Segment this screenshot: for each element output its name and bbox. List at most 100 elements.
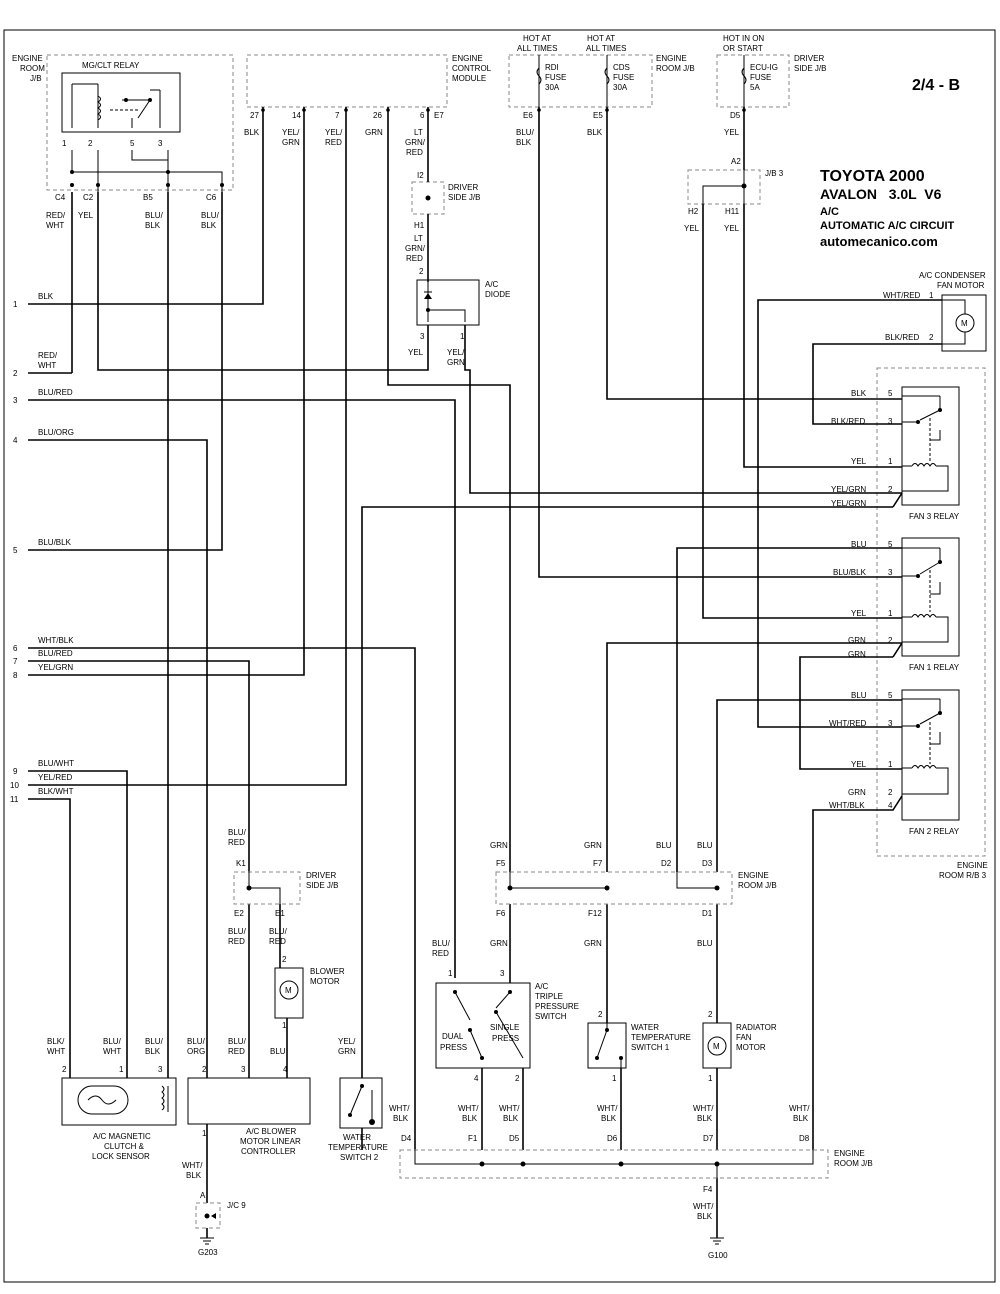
engine-room-jb-mid: GRN GRN BLU BLU F5 F7 D2 D3 ENGINE ROOM … [432, 841, 777, 958]
svg-text:H2: H2 [688, 207, 699, 216]
svg-text:WHT/: WHT/ [789, 1104, 810, 1113]
svg-text:DIODE: DIODE [485, 290, 510, 299]
svg-text:BLK: BLK [516, 138, 532, 147]
svg-text:SWITCH 2: SWITCH 2 [340, 1153, 379, 1162]
svg-text:3: 3 [158, 139, 163, 148]
svg-text:GRN: GRN [365, 128, 383, 137]
svg-text:BLOWER: BLOWER [310, 967, 345, 976]
terminal-wire-label: BLU/RED [38, 388, 73, 397]
svg-text:1: 1 [62, 139, 67, 148]
svg-text:RED/: RED/ [46, 211, 66, 220]
svg-text:BLK: BLK [697, 1114, 713, 1123]
svg-text:F1: F1 [468, 1134, 478, 1143]
svg-text:LT: LT [414, 234, 423, 243]
svg-text:BLU/: BLU/ [103, 1037, 122, 1046]
svg-text:SWITCH: SWITCH [535, 1012, 567, 1021]
svg-text:LT: LT [414, 128, 423, 137]
condenser-fan-motor: A/C CONDENSER FAN MOTOR M WHT/RED 1 BLK/… [883, 271, 987, 352]
terminal-wire-label: BLU/RED [38, 649, 73, 658]
svg-text:GRN: GRN [584, 841, 602, 850]
svg-text:FUSE: FUSE [545, 73, 566, 82]
svg-text:WHT/BLK: WHT/BLK [829, 801, 865, 810]
terminal-number: 2 [13, 369, 18, 378]
svg-text:G203: G203 [198, 1248, 218, 1257]
svg-text:ROOM: ROOM [20, 64, 45, 73]
svg-text:SIDE J/B: SIDE J/B [448, 193, 480, 202]
svg-text:E1: E1 [275, 909, 285, 918]
svg-text:YEL: YEL [724, 128, 740, 137]
svg-text:PRESS: PRESS [492, 1034, 519, 1043]
svg-text:2: 2 [282, 955, 287, 964]
svg-text:D1: D1 [702, 909, 713, 918]
radiator-fan-motor: 2 M RADIATOR FAN MOTOR 1 [702, 1010, 777, 1083]
svg-text:BLK: BLK [601, 1114, 617, 1123]
svg-text:ALL TIMES: ALL TIMES [586, 44, 626, 53]
svg-text:BLK: BLK [186, 1171, 202, 1180]
terminal-wire-label: WHT/BLK [38, 636, 74, 645]
svg-text:MOTOR: MOTOR [310, 977, 340, 986]
terminal-wire-label: YEL/RED [38, 773, 72, 782]
svg-text:C4: C4 [55, 193, 66, 202]
svg-text:ECU-IG: ECU-IG [750, 63, 778, 72]
driver-side-jb-low: BLU/RED K1 DRIVER SIDE J/B E2 E1 BLU/RED… [228, 828, 338, 946]
svg-text:YEL: YEL [724, 224, 740, 233]
svg-text:BLK/: BLK/ [47, 1037, 65, 1046]
svg-text:SWITCH 1: SWITCH 1 [631, 1043, 670, 1052]
svg-text:GRN: GRN [584, 939, 602, 948]
svg-text:2: 2 [88, 139, 93, 148]
svg-text:27: 27 [250, 111, 259, 120]
svg-text:2: 2 [888, 485, 893, 494]
svg-text:ROOM J/B: ROOM J/B [834, 1159, 873, 1168]
svg-text:BLK: BLK [145, 1047, 161, 1056]
svg-text:5: 5 [888, 691, 893, 700]
svg-text:YEL/: YEL/ [325, 128, 343, 137]
svg-text:BLK: BLK [851, 389, 867, 398]
svg-text:ENGINE: ENGINE [834, 1149, 865, 1158]
svg-text:TRIPLE: TRIPLE [535, 992, 563, 1001]
svg-text:1: 1 [460, 332, 465, 341]
svg-text:HOT IN ON: HOT IN ON [723, 34, 764, 43]
svg-text:ENGINE: ENGINE [452, 54, 483, 63]
svg-text:ALL TIMES: ALL TIMES [517, 44, 557, 53]
svg-text:FAN 3 RELAY: FAN 3 RELAY [909, 512, 960, 521]
svg-text:2: 2 [888, 636, 893, 645]
svg-text:GRN/: GRN/ [405, 138, 426, 147]
svg-text:SIDE J/B: SIDE J/B [794, 64, 826, 73]
svg-text:1: 1 [282, 1021, 287, 1030]
svg-text:14: 14 [292, 111, 301, 120]
svg-text:I2: I2 [417, 171, 424, 180]
svg-text:F7: F7 [593, 859, 603, 868]
svg-text:E6: E6 [523, 111, 533, 120]
ecu-ig-fuse-block: HOT IN ON OR START ECU-IG FUSE 5A DRIVER… [716, 34, 826, 108]
terminal-wire-label: BLU/ORG [38, 428, 74, 437]
terminal-number: 6 [13, 644, 18, 653]
svg-text:BLK: BLK [244, 128, 260, 137]
terminal-number: 7 [13, 657, 18, 666]
terminal-number: 11 [10, 795, 19, 804]
svg-text:M: M [961, 319, 968, 328]
svg-text:E7: E7 [434, 111, 444, 120]
left-terminals: 1BLK2RED/WHT3BLU/RED4BLU/ORG5BLU/BLK6WHT… [10, 292, 74, 804]
svg-text:MOTOR: MOTOR [736, 1043, 766, 1052]
svg-text:LOCK SENSOR: LOCK SENSOR [92, 1152, 150, 1161]
svg-text:TEMPERATURE: TEMPERATURE [328, 1143, 388, 1152]
svg-text:E5: E5 [593, 111, 603, 120]
svg-text:D8: D8 [799, 1134, 810, 1143]
svg-text:BLU/: BLU/ [432, 939, 451, 948]
engine-room-jb-bottom: WHT/BLK WHT/BLK WHT/BLK WHT/BLK WHT/BLK … [389, 1104, 873, 1221]
svg-text:RED: RED [269, 937, 286, 946]
svg-text:BLU: BLU [656, 841, 672, 850]
svg-text:E2: E2 [234, 909, 244, 918]
svg-text:M: M [713, 1042, 720, 1051]
svg-text:WHT/: WHT/ [458, 1104, 479, 1113]
svg-text:1: 1 [612, 1074, 617, 1083]
page-frame [3, 29, 996, 1283]
terminal-wire-label: BLK [38, 292, 54, 301]
svg-text:GRN: GRN [282, 138, 300, 147]
svg-text:PRESS: PRESS [440, 1043, 467, 1052]
svg-text:D6: D6 [607, 1134, 618, 1143]
svg-text:RED: RED [228, 937, 245, 946]
svg-text:ENGINE: ENGINE [12, 54, 43, 63]
svg-text:WHT: WHT [46, 221, 64, 230]
svg-text:GRN: GRN [848, 650, 866, 659]
